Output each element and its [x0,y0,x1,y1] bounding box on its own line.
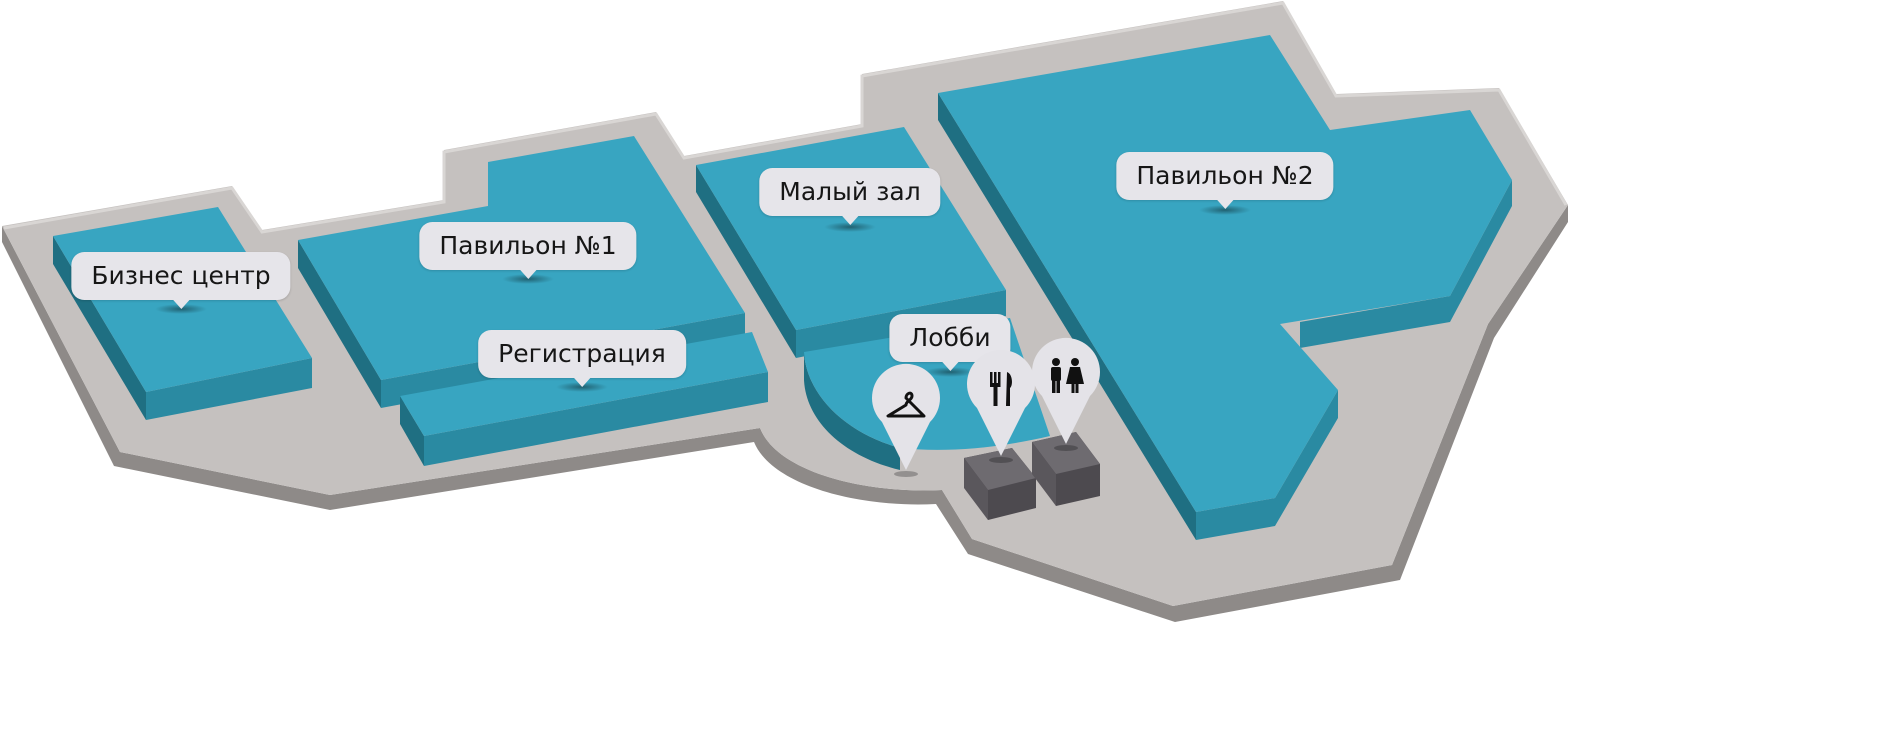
hall-pavilion-1-side [298,240,381,408]
label-shadow [556,382,608,392]
label-shadow [924,367,976,377]
pin-shape [967,349,1035,463]
facility-box-cafe [964,448,1036,520]
hall-registration-side [400,396,424,466]
fork-knife-icon [990,372,1012,406]
hall-pavilion-2[interactable] [938,35,1512,540]
pin-shape [872,363,940,477]
label-small-hall[interactable]: Малый зал [759,168,941,225]
label-shadow [1199,205,1251,215]
hall-pavilion-2-front2 [1300,180,1512,348]
hall-pavilion-2-side [938,93,1196,540]
label-pavilion-2[interactable]: Павильон №2 [1116,152,1334,209]
pin-cafe[interactable] [967,346,1035,464]
hall-small-hall-side [696,165,796,358]
hall-pavilion-2-top [938,35,1512,512]
pin-wardrobe[interactable]: ⚲ [872,360,940,478]
hall-pavilion-2-front [1196,390,1338,540]
label-pavilion-1[interactable]: Павильон №1 [419,222,637,279]
label-shadow [502,274,554,284]
label-shadow [824,222,876,232]
restroom-icon [1051,358,1084,393]
label-registration[interactable]: Регистрация [478,330,686,387]
floor-edge-highlight [3,1,1568,234]
pin-shape [1032,337,1100,451]
facility-box-restroom [1032,432,1100,506]
label-business-center[interactable]: Бизнес центр [71,252,291,309]
hall-registration-front [424,372,768,466]
hall-lobby-side [804,352,900,470]
label-shadow [155,304,207,314]
pin-restroom[interactable] [1032,334,1100,452]
hall-business-center-front [146,358,312,420]
